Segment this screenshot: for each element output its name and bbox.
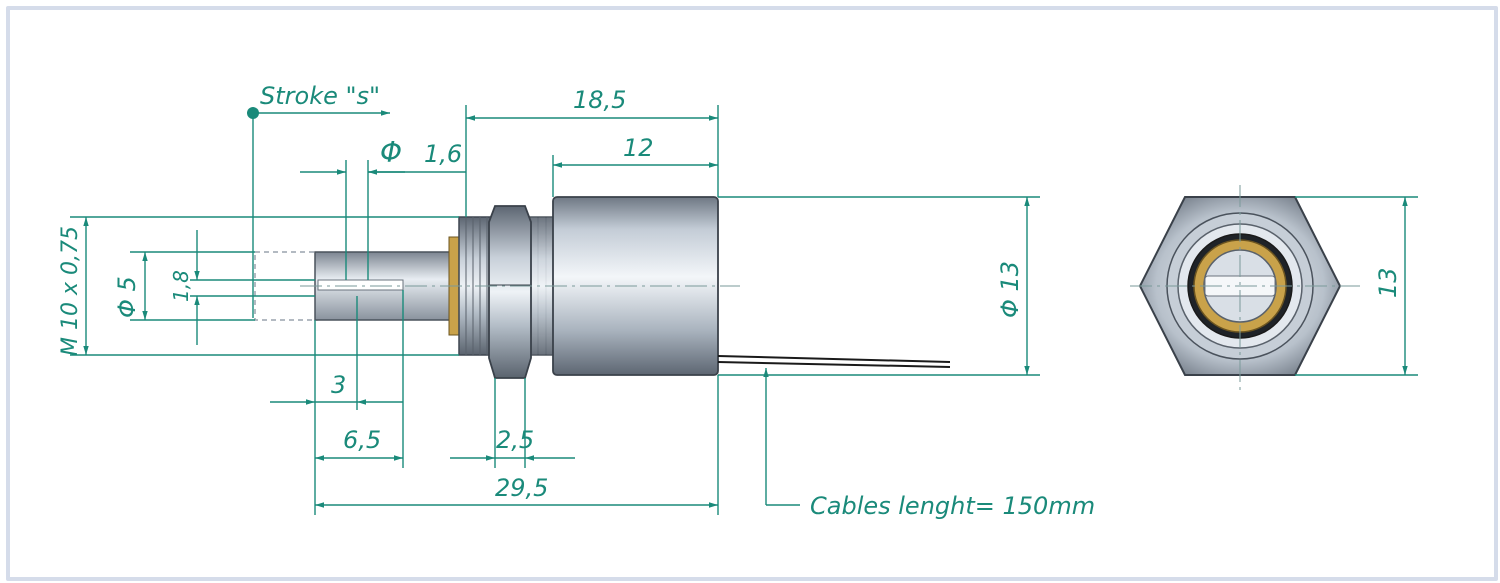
phi-1-6-label: 1,6 [424,140,462,168]
plunger-slot [317,279,404,291]
end-view [1130,185,1360,390]
cable-2 [717,361,951,368]
dim-1-8-label: 1,8 [169,270,193,302]
phi-5-label: Φ 5 [113,276,141,318]
dim-6-5-label: 6,5 [343,426,381,454]
thread-label: M 10 x 0,75 [58,226,83,356]
solenoid-body [254,196,951,379]
end-view-13-label: 13 [1374,267,1402,298]
dimension-lines [70,105,1418,515]
stroke-label: Stroke "s" [260,82,380,110]
dimension-texts: Stroke "s" Φ 1,6 18,5 12 M 10 x 0,75 Φ 5… [58,82,1402,520]
phi-1-6-symbol: Φ [380,136,402,169]
dim-18-5-label: 18,5 [573,86,626,114]
stroke-origin-dot [247,107,259,119]
phi-13-label: Φ 13 [996,261,1024,318]
hex-nut [488,205,532,379]
cable-1 [717,355,951,363]
dim-2-5-label: 2,5 [496,426,534,454]
stroke-envelope [254,251,318,321]
dim-12-label: 12 [623,134,654,162]
dim-29-5-label: 29,5 [495,474,548,502]
dim-3-label: 3 [331,371,346,399]
cables-length-label: Cables lenght= 150mm [810,492,1095,520]
